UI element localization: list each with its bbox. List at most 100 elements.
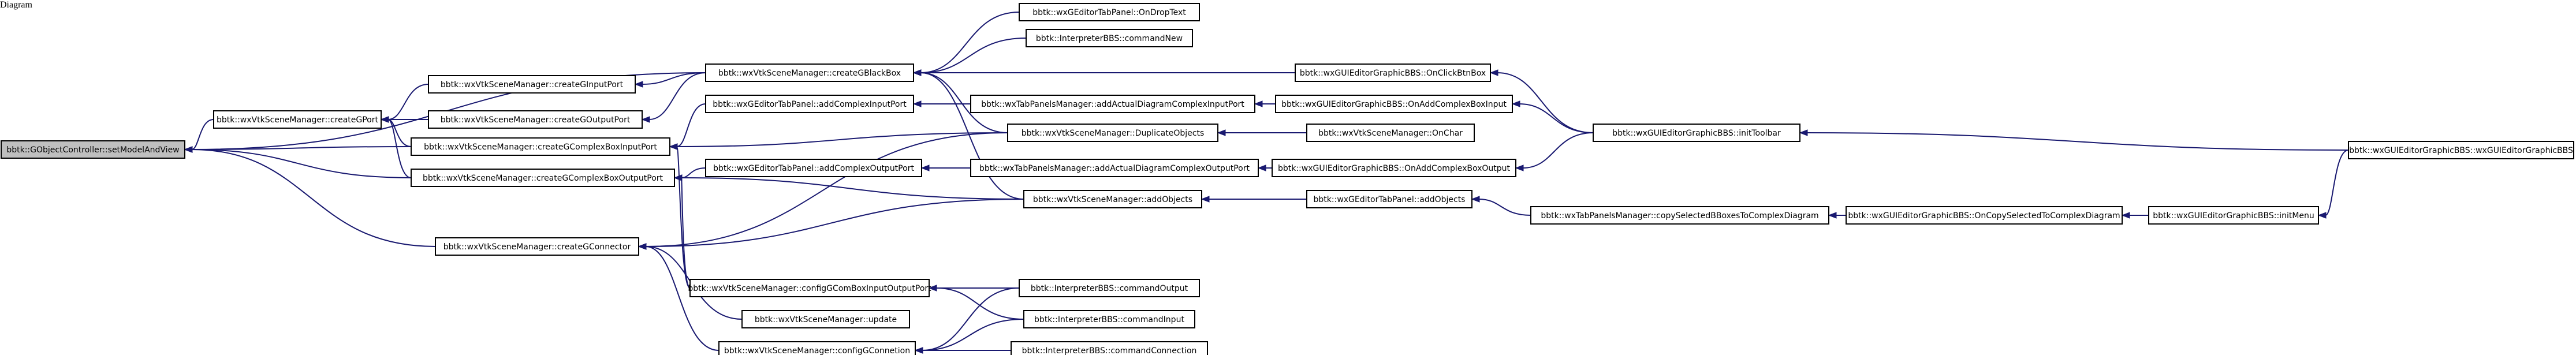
edge-addObjects-to-createGBlackBox	[912, 69, 1024, 200]
edge-arrowhead	[1515, 165, 1524, 171]
edge-line	[645, 132, 1008, 247]
node-addActualDiagramComplexOutputPort[interactable]: bbtk::wxTabPanelsManager::addActualDiagr…	[970, 159, 1259, 177]
edge-initToolbar-to-OnAddComplexBoxInput	[1511, 100, 1594, 133]
node-box	[411, 169, 675, 187]
node-box	[411, 137, 670, 156]
edge-line	[191, 149, 436, 247]
node-label: bbtk::wxVtkSceneManager::createGPort	[217, 115, 379, 125]
node-commandOutput[interactable]: bbtk::InterpreterBBS::commandOutput	[1019, 279, 1200, 297]
edge-arrowhead	[184, 146, 193, 153]
node-label: bbtk::wxGEditorTabPanel::addComplexOutpu…	[713, 164, 914, 173]
node-label: bbtk::wxVtkSceneManager::configGComBoxIn…	[688, 284, 931, 293]
edge-initToolbar-to-OnAddComplexBoxOutput	[1515, 132, 1594, 171]
node-box	[213, 110, 382, 129]
edge-arrowhead	[380, 116, 389, 123]
node-DuplicateObjects[interactable]: bbtk::wxVtkSceneManager::DuplicateObject…	[1007, 124, 1218, 142]
node-createGComplexBoxInputPort[interactable]: bbtk::wxVtkSceneManager::createGComplexB…	[411, 137, 670, 156]
edge-initMenu-to-OnCopySelectedToComplexDiagram	[2121, 212, 2149, 219]
edge-OnCopySelectedToComplexDiagram-to-copySelectedBBoxesToComplexDiagram	[1828, 212, 1846, 219]
edge-line	[681, 177, 691, 289]
node-OnChar[interactable]: bbtk::wxVtkSceneManager::OnChar	[1306, 124, 1475, 142]
node-copySelectedBBoxesToComplexDiagram[interactable]: bbtk::wxTabPanelsManager::copySelectedBB…	[1530, 206, 1829, 225]
node-box	[1019, 279, 1200, 297]
node-label: bbtk::wxGUIEditorGraphicBBS::wxGUIEditor…	[2349, 146, 2573, 155]
node-label: bbtk::wxVtkSceneManager::createGConnecto…	[443, 242, 631, 252]
node-commandConnection[interactable]: bbtk::InterpreterBBS::commandConnection	[1011, 341, 1208, 355]
edge-arrowhead	[1201, 196, 1210, 203]
edge-line	[676, 146, 691, 289]
node-OnClickBtnBox[interactable]: bbtk::wxGUIEditorGraphicBBS::OnClickBtnB…	[1295, 63, 1491, 82]
node-box	[1272, 159, 1516, 177]
node-box	[2148, 206, 2319, 225]
node-addComplexOutputPort[interactable]: bbtk::wxGEditorTabPanel::addComplexOutpu…	[705, 159, 922, 177]
node-initToolbar[interactable]: bbtk::wxGUIEditorGraphicBBS::initToolbar	[1593, 124, 1800, 142]
node-box	[1007, 124, 1218, 142]
node-update[interactable]: bbtk::wxVtkSceneManager::update	[741, 310, 910, 328]
node-addObjectsTab[interactable]: bbtk::wxGEditorTabPanel::addObjects	[1306, 190, 1472, 208]
node-initMenu[interactable]: bbtk::wxGUIEditorGraphicBBS::initMenu	[2148, 206, 2319, 225]
node-addComplexInputPort[interactable]: bbtk::wxGEditorTabPanel::addComplexInput…	[705, 95, 914, 113]
edge-OnAddComplexBoxOutput-to-addActualDiagramComplexOutputPort	[1257, 165, 1273, 171]
edge-wxGUIEditorGraphicBBS_ctor-to-initMenu	[2317, 150, 2349, 219]
node-label: bbtk::InterpreterBBS::commandNew	[1036, 34, 1183, 43]
node-addObjects[interactable]: bbtk::wxVtkSceneManager::addObjects	[1023, 190, 1202, 208]
edge-line	[676, 103, 706, 147]
edge-line	[676, 132, 1008, 147]
edge-line	[1806, 132, 2349, 151]
node-label: bbtk::wxVtkSceneManager::createGComplexB…	[423, 174, 663, 183]
edge-DuplicateObjects-to-createGConnector	[638, 132, 1008, 250]
edge-createGComplexBoxOutputPort-to-createGPort	[380, 116, 412, 178]
edge-arrowhead	[2121, 212, 2130, 219]
node-OnAddComplexBoxOutput[interactable]: bbtk::wxGUIEditorGraphicBBS::OnAddComple…	[1272, 159, 1516, 177]
node-addActualDiagramComplexInputPort[interactable]: bbtk::wxTabPanelsManager::addActualDiagr…	[970, 95, 1255, 113]
edge-line	[681, 167, 706, 178]
node-wxGUIEditorGraphicBBS_ctor[interactable]: bbtk::wxGUIEditorGraphicBBS::wxGUIEditor…	[2348, 141, 2574, 159]
edge-OnAddComplexBoxInput-to-addActualDiagramComplexInputPort	[1254, 100, 1276, 107]
node-label: bbtk::InterpreterBBS::commandInput	[1034, 315, 1184, 324]
edge-arrowhead	[634, 81, 643, 88]
edge-addActualDiagramComplexInputPort-to-addComplexInputPort	[912, 100, 971, 107]
node-box	[689, 279, 930, 297]
edge-configGComBoxInputOutputPort-to-createGComplexBoxOutputPort	[673, 174, 691, 289]
node-createGOutputPort[interactable]: bbtk::wxVtkSceneManager::createGOutputPo…	[428, 110, 643, 129]
node-box	[1530, 206, 1829, 225]
node-box	[970, 159, 1259, 177]
node-createGBlackBox[interactable]: bbtk::wxVtkSceneManager::createGBlackBox	[705, 63, 914, 82]
node-commandNew[interactable]: bbtk::InterpreterBBS::commandNew	[1026, 29, 1193, 47]
node-OnAddComplexBoxInput[interactable]: bbtk::wxGUIEditorGraphicBBS::OnAddComple…	[1275, 95, 1513, 113]
node-box	[1306, 190, 1472, 208]
edge-line	[642, 72, 706, 85]
edge-createGBlackBox-to-createGInputPort	[634, 72, 706, 88]
node-box	[705, 63, 914, 82]
edge-arrowhead	[920, 165, 930, 171]
edge-line	[935, 287, 1024, 320]
edge-wxGUIEditorGraphicBBS_ctor-to-initToolbar	[1799, 129, 2349, 151]
edge-addComplexInputPort-to-createGComplexBoxInputPort	[669, 103, 706, 150]
node-createGComplexBoxOutputPort[interactable]: bbtk::wxVtkSceneManager::createGComplexB…	[411, 169, 675, 187]
node-configGConnetion[interactable]: bbtk::wxVtkSceneManager::configGConnetio…	[718, 341, 916, 355]
node-createGConnector[interactable]: bbtk::wxVtkSceneManager::createGConnecto…	[435, 237, 639, 256]
node-commandInput[interactable]: bbtk::InterpreterBBS::commandInput	[1023, 310, 1195, 328]
edge-line	[1519, 103, 1594, 133]
node-label: bbtk::wxGUIEditorGraphicBBS::OnAddComple…	[1281, 100, 1507, 109]
edge-line	[920, 72, 1024, 200]
node-createGInputPort[interactable]: bbtk::wxVtkSceneManager::createGInputPor…	[428, 75, 636, 94]
node-label: bbtk::wxGEditorTabPanel::addComplexInput…	[713, 100, 907, 109]
node-label: bbtk::wxVtkSceneManager::configGConnetio…	[724, 346, 910, 355]
edge-arrowhead	[928, 285, 937, 292]
node-configGComBoxInputOutputPort[interactable]: bbtk::wxVtkSceneManager::configGComBoxIn…	[688, 279, 931, 297]
node-OnCopySelectedToComplexDiagram[interactable]: bbtk::wxGUIEditorGraphicBBS::OnCopySelec…	[1846, 206, 2123, 225]
node-box	[1295, 63, 1491, 82]
node-createGPort[interactable]: bbtk::wxVtkSceneManager::createGPort	[213, 110, 382, 129]
node-box	[1023, 310, 1195, 328]
edge-arrowhead	[1254, 100, 1263, 107]
edge-line	[922, 287, 1020, 351]
node-box	[2348, 141, 2574, 159]
node-OnDropText[interactable]: bbtk::wxGEditorTabPanel::OnDropText	[1019, 3, 1200, 21]
node-box	[428, 110, 643, 129]
edge-line	[645, 199, 1024, 247]
edge-line	[191, 119, 214, 150]
node-GObjectController_setModelAndView[interactable]: bbtk::GObjectController::setModelAndView	[1, 140, 185, 159]
edge-OnClickBtnBox-to-createGBlackBox	[912, 69, 1295, 76]
edge-DuplicateObjects-to-createGComplexBoxInputPort	[669, 132, 1008, 150]
